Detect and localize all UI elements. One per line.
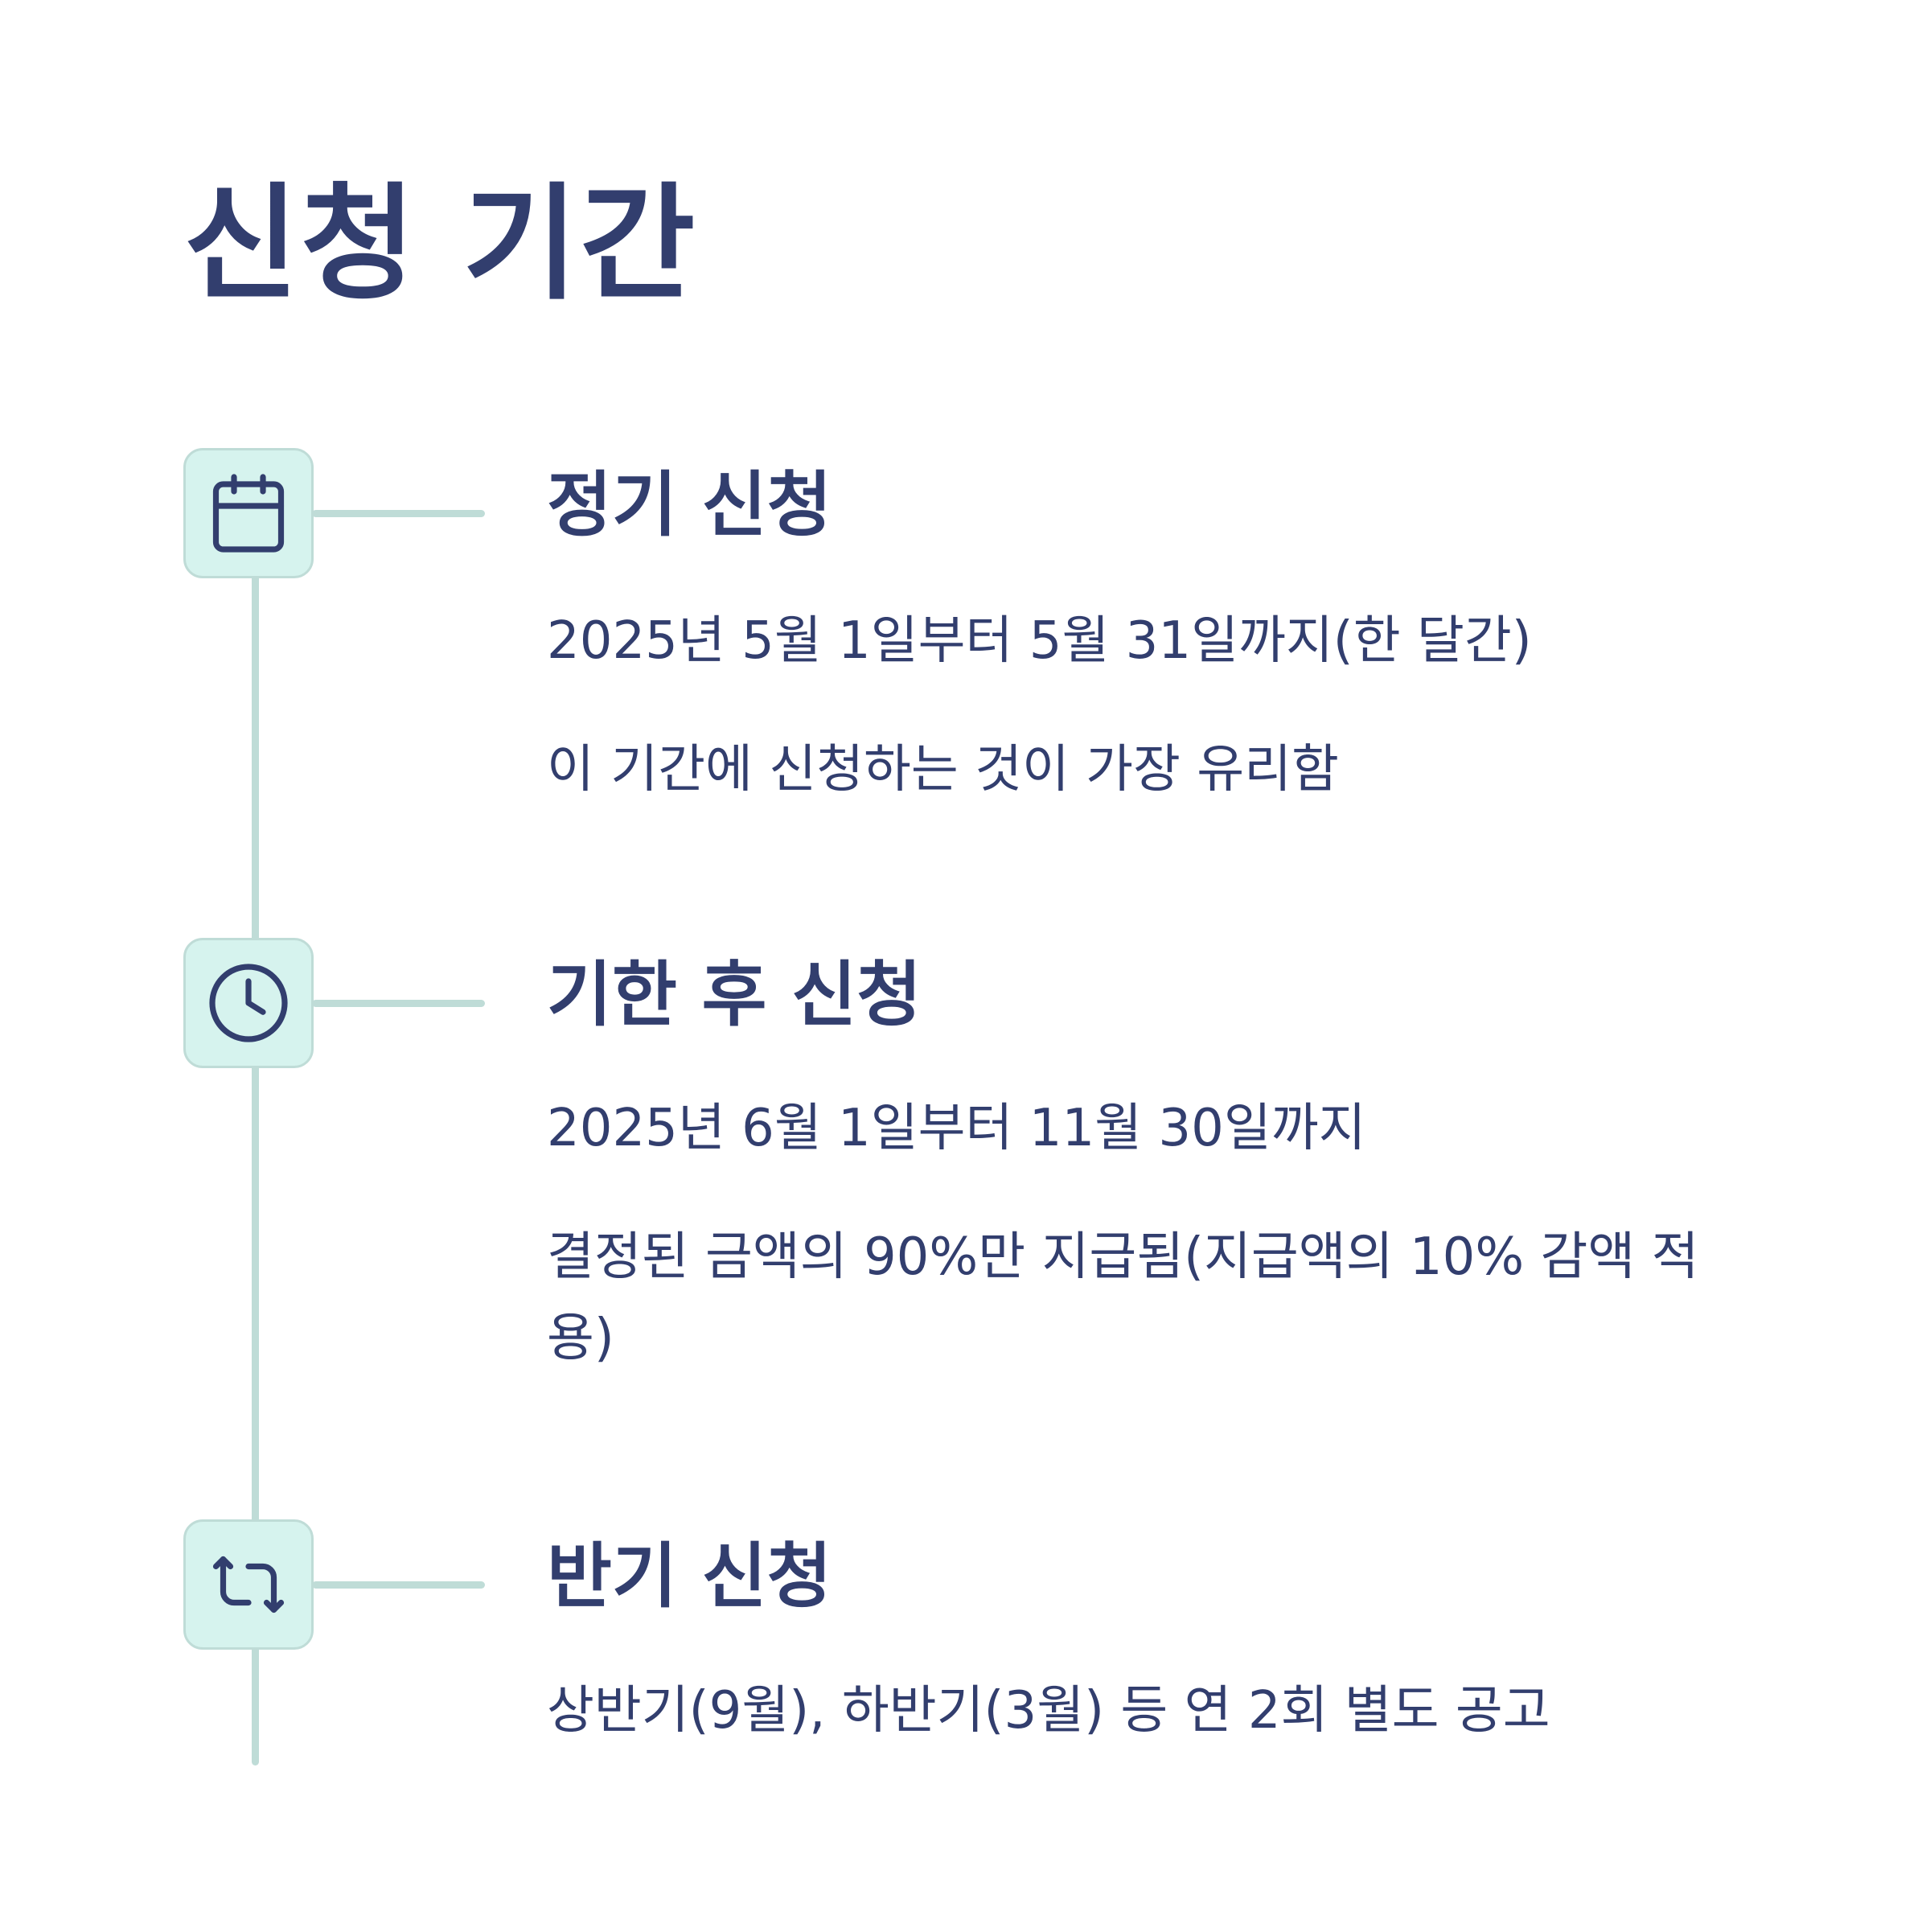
section-title-late: 기한 후 신청 — [547, 953, 922, 1036]
calendar-icon-box — [183, 448, 314, 578]
section-title-regular: 정기 신청 — [547, 463, 832, 546]
page-title: 신청 기간 — [183, 171, 697, 317]
clock-icon — [209, 964, 288, 1042]
repeat-icon-box — [183, 1519, 314, 1650]
section-text-late-period: 2025년 6월 1일부터 11월 30일까지 — [547, 1099, 1366, 1158]
section-connector — [312, 1000, 485, 1007]
section-text-regular-note: 이 기간에 신청하는 것이 가장 유리함 — [547, 740, 1339, 800]
calendar-icon — [212, 474, 285, 553]
section-text-semiannual: 상반기(9월), 하반기(3월) 등 연 2회 별도 공고 — [547, 1681, 1550, 1741]
section-connector — [312, 1581, 485, 1589]
section-text-late-note: 결정된 금액의 90%만 지급됨(지급액의 10% 감액 적용) — [547, 1227, 1699, 1369]
clock-icon-box — [183, 938, 314, 1068]
section-text-regular-period: 2025년 5월 1일부터 5월 31일까지(한 달간) — [547, 611, 1532, 671]
repeat-icon — [212, 1556, 285, 1613]
section-connector — [312, 510, 485, 517]
section-title-semiannual: 반기 신청 — [547, 1535, 832, 1618]
timeline-line — [252, 571, 259, 1766]
